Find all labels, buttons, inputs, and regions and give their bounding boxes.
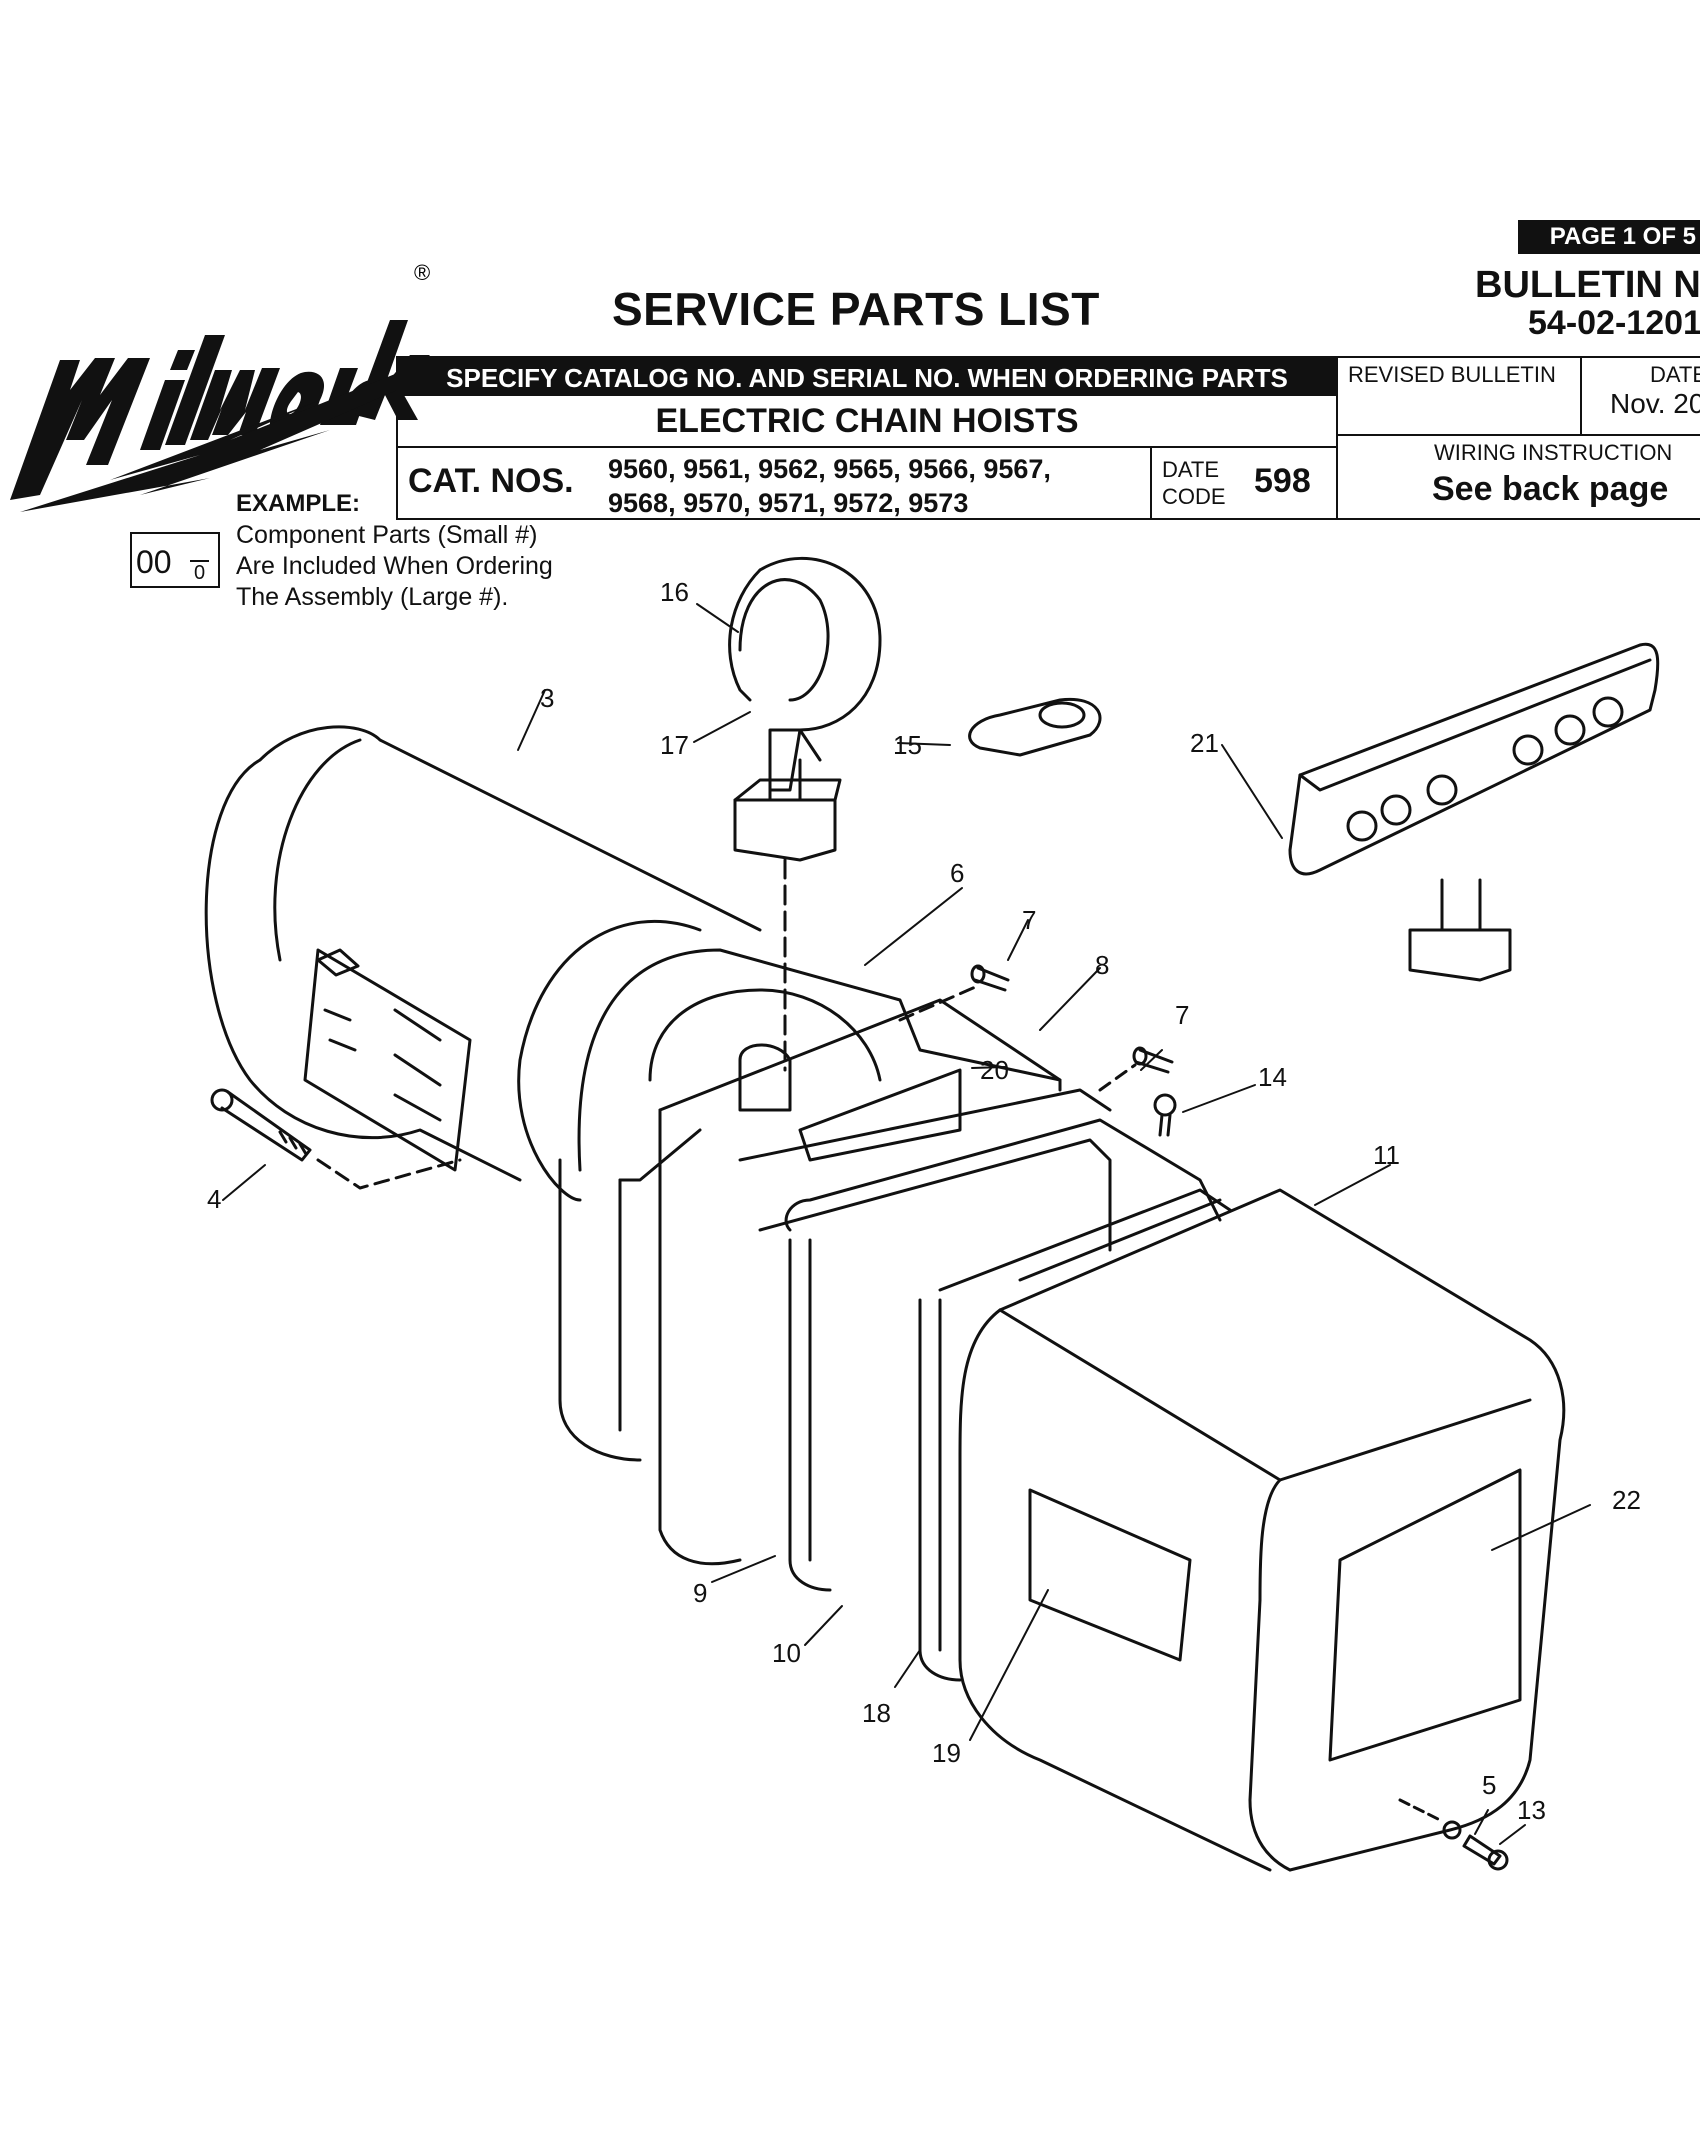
catalog-line-1: 9560, 9561, 9562, 9565, 9566, 9567, — [608, 454, 1051, 484]
specify-banner: SPECIFY CATALOG NO. AND SERIAL NO. WHEN … — [396, 356, 1338, 396]
wiring-label: WIRING INSTRUCTION — [1434, 440, 1673, 465]
trolley-part-21 — [1288, 642, 1660, 982]
callout-15: 15 — [893, 730, 922, 760]
wiring-cell: WIRING INSTRUCTION See back page — [1336, 434, 1700, 520]
motor-part-3 — [204, 725, 762, 1202]
leader-lines — [222, 603, 1591, 1845]
callout-11: 11 — [1373, 1140, 1400, 1170]
revised-bulletin-label: REVISED BULLETIN — [1348, 362, 1556, 387]
bolt-part-4 — [210, 1088, 462, 1190]
catalog-line-2: 9568, 9570, 9571, 9572, 9573 — [608, 488, 969, 518]
callout-19: 19 — [932, 1738, 961, 1768]
callout-4: 4 — [207, 1184, 222, 1214]
body-part-8 — [658, 998, 1112, 1566]
callout-7a: 7 — [1022, 905, 1037, 935]
callout-10: 10 — [772, 1638, 801, 1668]
svg-text:®: ® — [414, 260, 430, 285]
hook-part-16 — [728, 556, 882, 1072]
date-code-value: 598 — [1254, 462, 1311, 500]
callout-8: 8 — [1095, 950, 1110, 980]
milwaukee-logo: ® — [10, 260, 430, 512]
gear-housing-part-6 — [558, 948, 1062, 1462]
callout-22: 22 — [1612, 1485, 1641, 1515]
callout-6: 6 — [950, 858, 965, 888]
callout-17: 17 — [660, 730, 689, 760]
date-code-cell: DATE CODE 598 — [1150, 446, 1340, 520]
date-label: DATE — [1650, 362, 1700, 387]
end-cover-part-11 — [958, 1188, 1566, 1872]
catalog-numbers: 9560, 9561, 9562, 9565, 9566, 9567, 9568… — [608, 452, 1088, 520]
example-small-number: 0 — [190, 560, 210, 585]
example-text: Component Parts (Small #) Are Included W… — [236, 521, 553, 611]
example-box: 00 0 — [130, 532, 220, 588]
callout-21: 21 — [1190, 728, 1219, 758]
callout-20: 20 — [980, 1055, 1009, 1085]
callout-7b: 7 — [1175, 1000, 1190, 1030]
callout-16: 16 — [660, 577, 689, 607]
page-title: SERVICE PARTS LIST — [612, 283, 1100, 335]
small-parts — [898, 964, 1509, 1871]
bulletin-label: BULLETIN N — [1475, 264, 1700, 306]
bulletin-number: 54-02-1201 — [1528, 304, 1700, 342]
date-code-label: DATE CODE — [1162, 457, 1226, 509]
example-large-number: 00 — [136, 544, 172, 580]
callout-14: 14 — [1258, 1062, 1287, 1092]
catalog-label: CAT. NOS. — [408, 462, 574, 500]
page-badge: PAGE 1 OF 5 — [1518, 220, 1700, 254]
catalog-row: CAT. NOS. 9560, 9561, 9562, 9565, 9566, … — [396, 446, 1338, 520]
plate-part-15 — [968, 697, 1102, 757]
callout-3: 3 — [540, 683, 555, 713]
wiring-value: See back page — [1432, 470, 1669, 508]
callout-9: 9 — [693, 1578, 708, 1608]
callout-18: 18 — [862, 1698, 891, 1728]
callout-5: 5 — [1482, 1770, 1497, 1800]
example-label: EXAMPLE: — [236, 490, 361, 517]
date-value: Nov. 20 — [1610, 388, 1700, 419]
callout-13: 13 — [1517, 1795, 1546, 1825]
